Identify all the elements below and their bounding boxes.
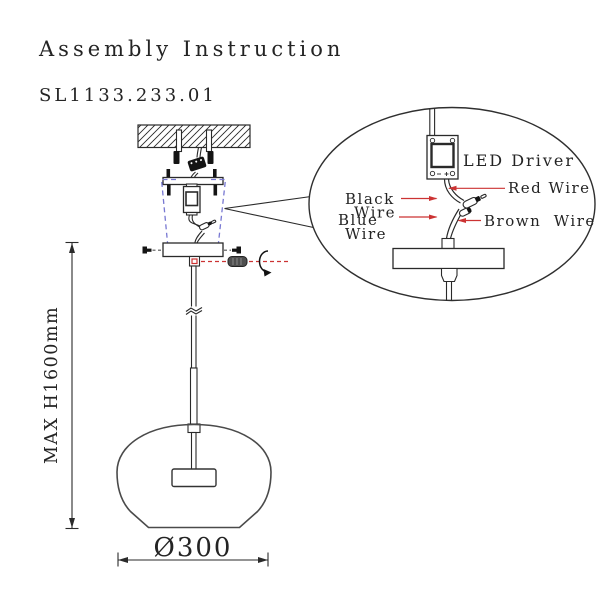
detail-wires bbox=[443, 178, 487, 239]
led-driver-label: LED Driver bbox=[463, 151, 575, 170]
ceiling bbox=[137, 124, 251, 164]
led-driver-main bbox=[182, 183, 217, 244]
max-height-label: MAX H1600mm bbox=[42, 306, 62, 464]
rotation-arrow-icon bbox=[258, 250, 272, 277]
bracket-pin-right bbox=[213, 169, 217, 178]
wire-connectors bbox=[458, 193, 487, 217]
side-screw-left bbox=[142, 246, 147, 254]
black-wire-label-line2: Wire bbox=[354, 204, 396, 222]
terminal-block bbox=[187, 156, 207, 172]
wall-anchor-right bbox=[207, 151, 214, 164]
black-wire-label-line1: Black bbox=[345, 190, 395, 208]
canopy-plate bbox=[142, 242, 241, 258]
ceiling-screw-left bbox=[175, 129, 183, 153]
bracket-screw-left bbox=[167, 184, 171, 196]
led-module bbox=[171, 468, 217, 488]
wire-connector-main bbox=[199, 219, 217, 231]
grub-screw-assembly bbox=[188, 250, 288, 277]
detail-canopy-plate bbox=[392, 237, 505, 301]
blue-wire-label-line2: Wire bbox=[345, 225, 387, 243]
ceiling-screw-right bbox=[205, 129, 213, 153]
red-wire-label: Red Wire bbox=[508, 179, 591, 197]
suspension-rod bbox=[185, 265, 203, 471]
set-screw-marker bbox=[191, 258, 198, 265]
model-number: SL1133.233.01 bbox=[39, 85, 217, 106]
side-screw-right bbox=[236, 246, 241, 254]
height-dimension: MAX H1600mm bbox=[42, 241, 79, 530]
grub-screw bbox=[227, 256, 248, 267]
detail-circle: LED Driver Red Wire Black Wire Blue Wire… bbox=[308, 106, 596, 302]
detail-led-driver bbox=[426, 134, 459, 180]
brown-wire-label: Brown Wire bbox=[484, 212, 596, 230]
canopy-ghost-outline bbox=[160, 178, 227, 243]
detail-leader-lines bbox=[224, 195, 314, 229]
bracket-pin-left bbox=[166, 169, 171, 178]
diameter-dimension: Ø300 bbox=[117, 533, 269, 567]
diameter-label: Ø300 bbox=[154, 533, 233, 563]
bracket-screw-right bbox=[213, 184, 218, 196]
page-title: Assembly Instruction bbox=[38, 37, 344, 61]
blue-wire-label-line1: Blue bbox=[338, 211, 378, 229]
glass-shade bbox=[116, 423, 272, 529]
wall-anchor-left bbox=[173, 151, 180, 164]
rod-break-symbol bbox=[185, 306, 203, 316]
